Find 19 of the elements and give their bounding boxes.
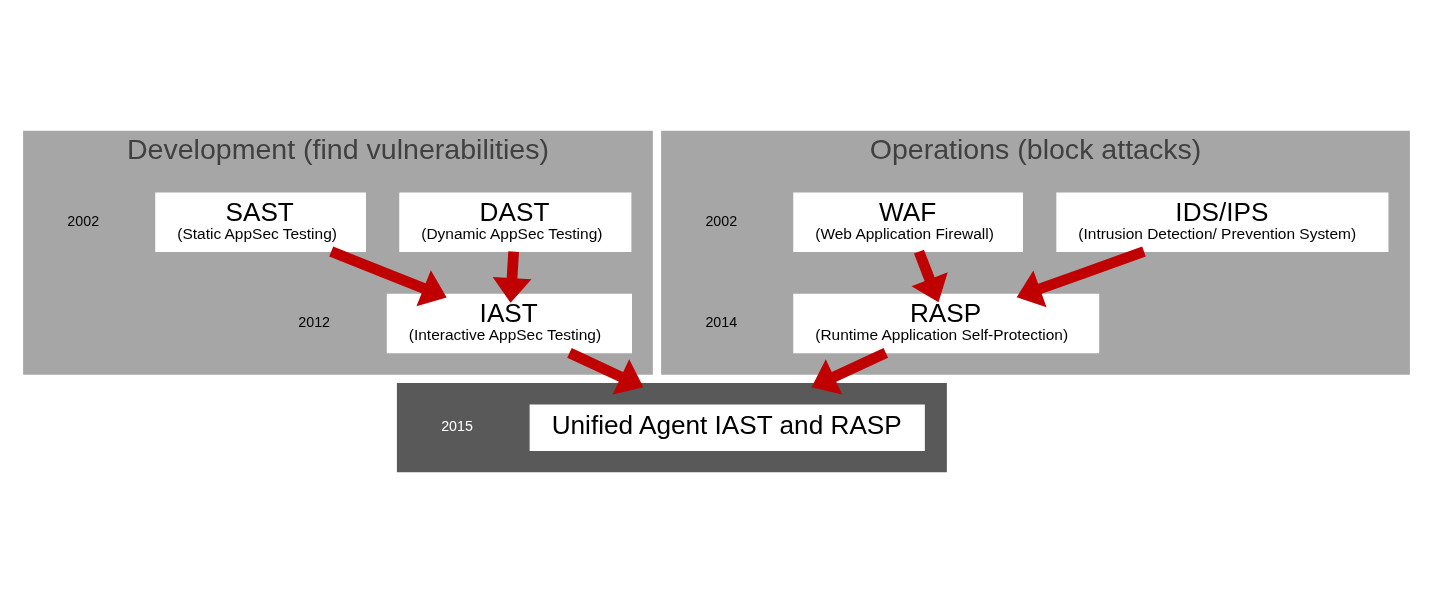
node-box: IAST (Interactive AppSec Testing) <box>386 293 632 353</box>
node-box: IDS/IPS (Intrusion Detection/ Prevention System) <box>1055 192 1388 252</box>
cluster <box>396 382 947 472</box>
label: 2015 <box>440 417 473 434</box>
node-box: WAF (Web Application Firewall) <box>792 192 1023 252</box>
arrow <box>1016 246 1146 307</box>
node-box: Unified Agent IAST and RASP <box>529 403 925 451</box>
label: 2002 <box>704 212 737 229</box>
label: 2014 <box>704 313 737 330</box>
arrow <box>811 347 888 395</box>
node-box: DAST (Dynamic AppSec Testing) <box>398 192 631 252</box>
arrow <box>910 249 948 302</box>
arrow <box>328 246 447 306</box>
label: 2012 <box>297 313 330 330</box>
arrow <box>566 347 643 394</box>
node-box: SAST (Static AppSec Testing) <box>154 192 366 252</box>
node-box: RASP (Runtime Application Self-Protection) <box>792 293 1099 353</box>
label: 2002 <box>66 212 99 229</box>
arrow <box>492 250 531 303</box>
